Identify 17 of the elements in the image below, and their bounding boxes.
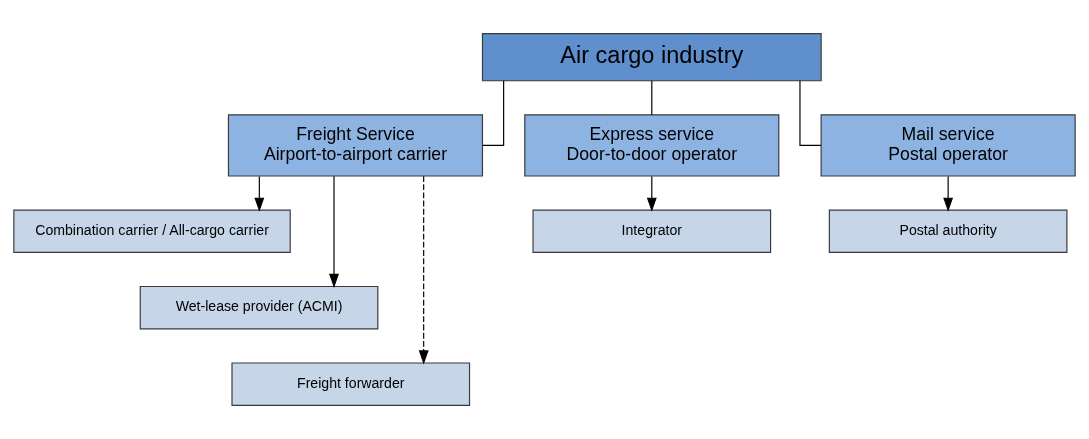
connector [482, 80, 505, 146]
arrow [418, 175, 429, 365]
node-box: Integrator [532, 209, 772, 253]
node-box: Postal authority [828, 209, 1068, 253]
node-box: Express service Door-to-door operator [524, 114, 780, 177]
connector [799, 80, 822, 146]
arrow [254, 175, 265, 212]
connector [651, 80, 653, 116]
node-box: Combination carrier / All-cargo carrier [13, 209, 291, 253]
node-box: Air cargo industry [481, 33, 822, 82]
arrow [646, 175, 657, 212]
node-box: Freight Service Airport-to-airport carrier [227, 114, 484, 177]
arrow [329, 175, 339, 288]
arrow [943, 175, 954, 212]
node-box: Wet-lease provider (ACMI) [139, 285, 379, 330]
node-box: Freight forwarder [231, 362, 471, 406]
node-box: Mail service Postal operator [820, 114, 1076, 177]
